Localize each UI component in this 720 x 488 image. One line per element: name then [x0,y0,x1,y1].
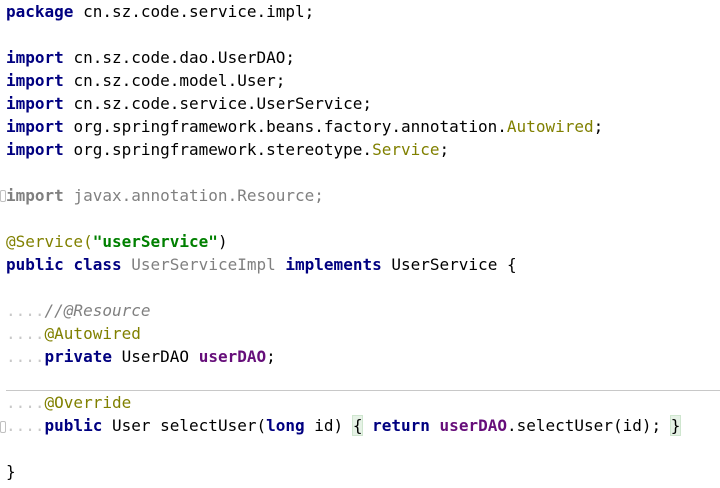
code-line-import-user: import cn.sz.code.model.User; [6,69,285,92]
keyword: import [6,94,64,113]
whitespace-dots: .... [6,301,45,320]
open-brace: { [506,255,517,274]
keyword: long [266,416,305,435]
annotation: @Autowired [44,324,141,343]
import-path: org.springframework.beans.factory.annota… [73,117,507,136]
keyword: import [6,140,64,159]
code-line-method: ....public User selectUser(long id) { re… [6,414,682,437]
class-name: UserServiceImpl [131,255,276,274]
method-call: .selectUser(id); [506,416,662,435]
import-path: javax.annotation.Resource; [73,186,324,205]
whitespace-dots: .... [6,324,45,343]
code-line-service-annotation: @Service("userService") [6,232,228,251]
code-line-import-userdao: import cn.sz.code.dao.UserDAO; [6,46,295,69]
method-separator [6,390,720,391]
whitespace-dots: .... [6,347,45,366]
type-name: UserDAO [121,347,190,366]
code-line-package: package cn.sz.code.service.impl; [6,0,314,23]
fold-marker-icon[interactable] [0,190,6,202]
keyword: return [372,416,430,435]
field-name: userDAO [439,416,507,435]
annotation-class: Service [372,140,440,159]
keyword: public [6,255,64,274]
fold-marker-icon[interactable] [0,421,6,433]
code-line-import-service: import org.springframework.stereotype.Se… [6,140,450,159]
annotation-class: Autowired [506,117,594,136]
parameter: id) [314,416,344,435]
code-line-override-annotation: ....@Override [6,391,131,414]
field-name: userDAO [198,347,267,366]
code-line-class-declaration: public class UserServiceImpl implements … [6,253,517,276]
keyword: import [6,117,64,136]
annotation: @Override [44,393,132,412]
import-path: cn.sz.code.dao.UserDAO; [73,48,295,67]
annotation: @Service( [6,232,93,251]
keyword: implements [285,255,382,274]
package-name: cn.sz.code.service.impl; [83,2,315,21]
keyword: class [73,255,122,274]
code-line-import-userservice: import cn.sz.code.service.UserService; [6,92,372,115]
close-brace: } [6,462,16,481]
code-line-import-autowired: import org.springframework.beans.factory… [6,117,604,136]
keyword: private [44,347,112,366]
comment: //@Resource [44,301,151,320]
type-name: User [111,416,151,435]
code-line-field-declaration: ....private UserDAO userDAO; [6,347,276,366]
keyword: import [6,71,64,90]
import-path: cn.sz.code.model.User; [73,71,286,90]
code-line-autowired-annotation: ....@Autowired [6,322,141,345]
import-path: org.springframework.stereotype. [73,140,373,159]
close-brace-highlighted: } [669,415,682,436]
import-path: cn.sz.code.service.UserService; [73,94,373,113]
keyword: import [6,48,64,67]
keyword: import [6,186,64,205]
keyword: package [6,2,74,21]
code-line-import-resource-unused: import javax.annotation.Resource; [6,184,324,207]
open-brace-highlighted: { [351,415,364,436]
keyword: public [44,416,103,435]
whitespace-dots: .... [6,393,45,412]
code-line-comment-resource: ....//@Resource [6,299,151,322]
code-line-class-close: } [6,460,16,483]
string-literal: "userService" [92,232,218,251]
whitespace-dots: .... [6,416,45,435]
method-name: selectUser( [160,416,267,435]
interface-name: UserService [391,255,498,274]
